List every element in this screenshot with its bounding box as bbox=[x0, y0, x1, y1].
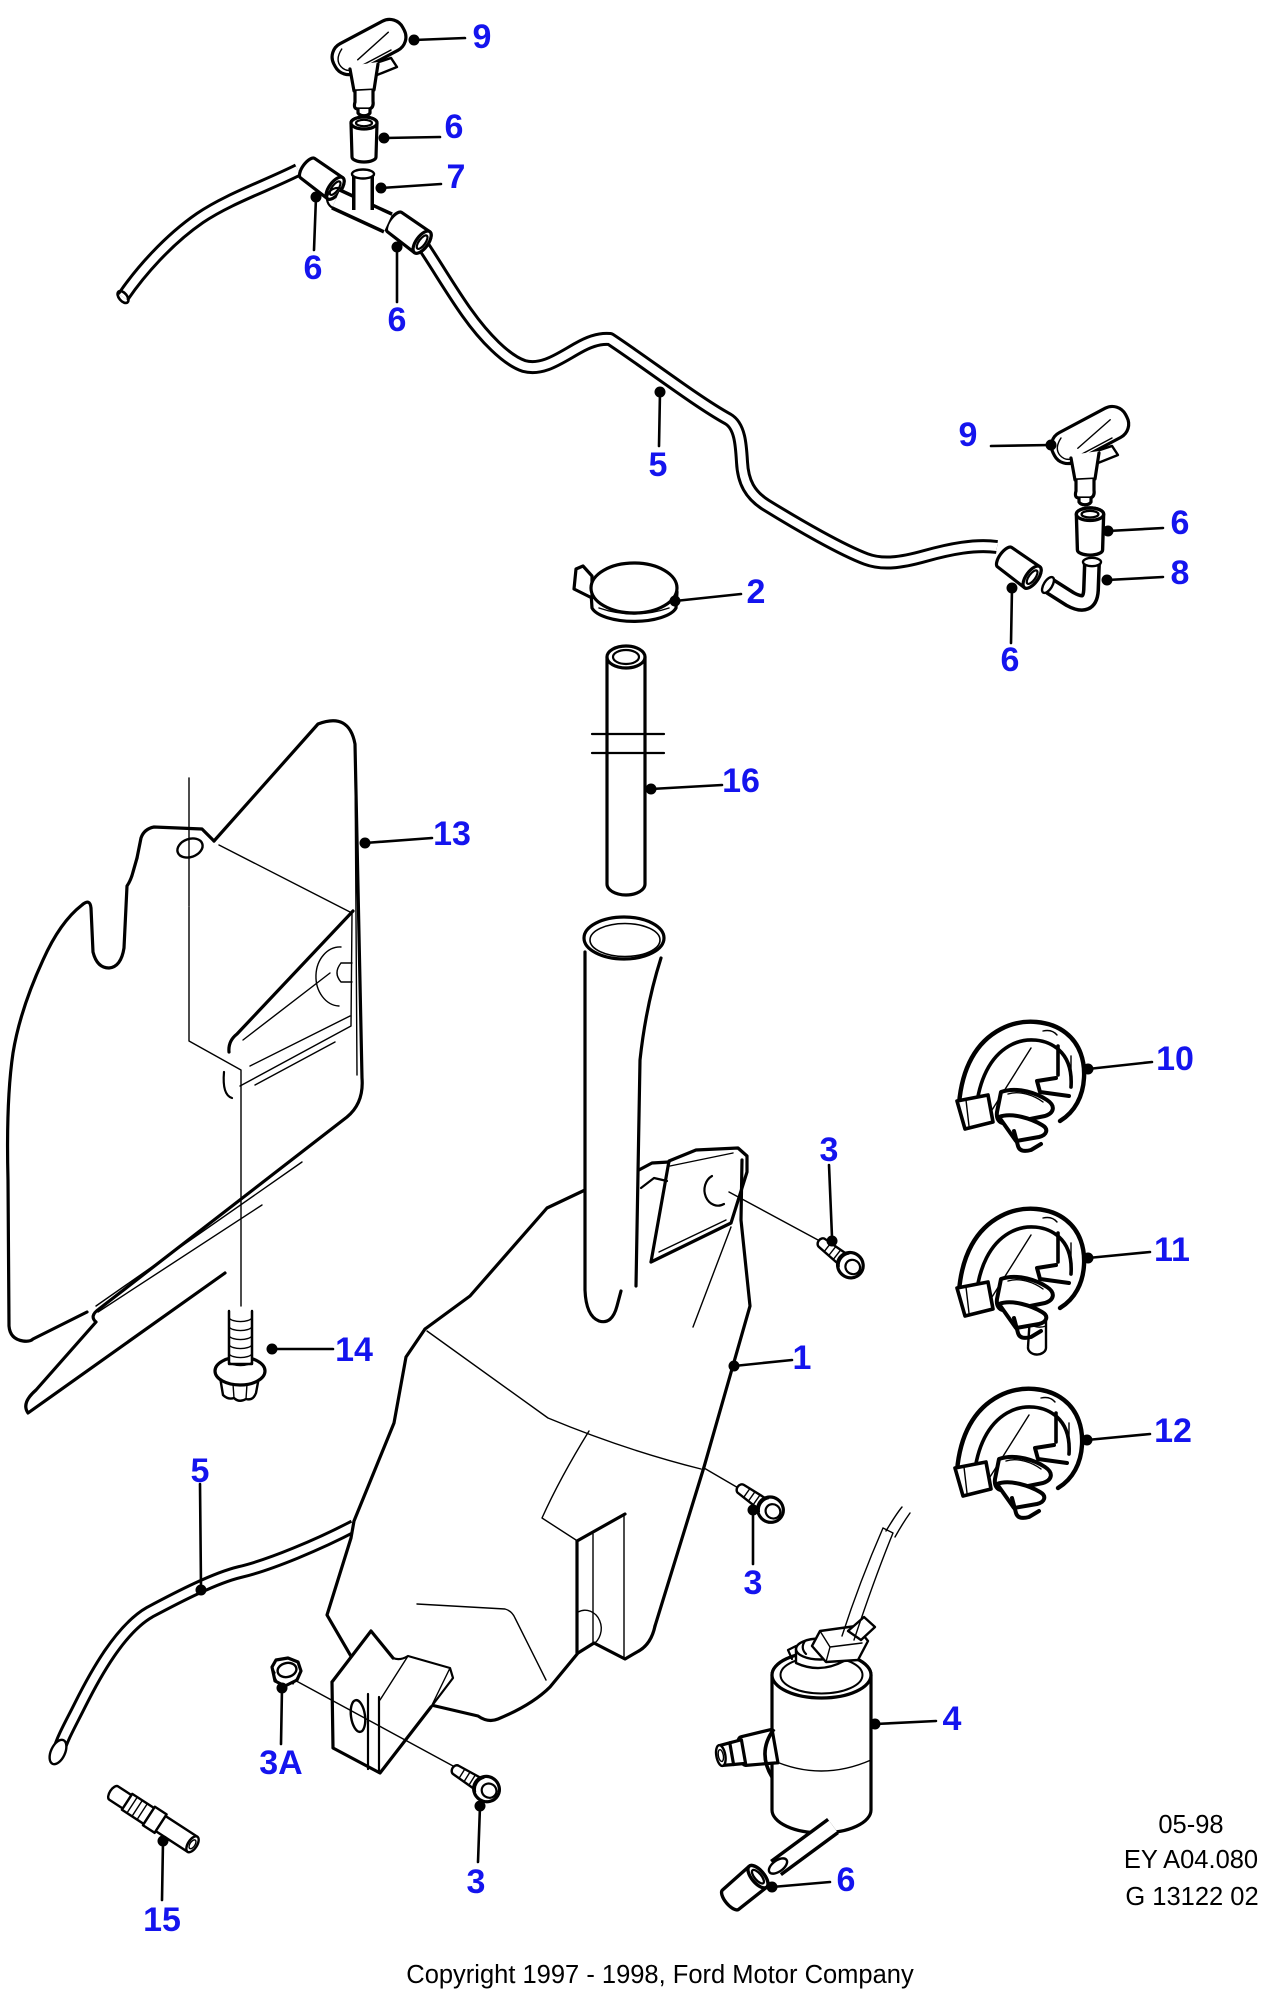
svg-text:9: 9 bbox=[473, 18, 492, 56]
svg-text:16: 16 bbox=[722, 762, 760, 800]
svg-text:11: 11 bbox=[1154, 1231, 1190, 1269]
svg-text:3A: 3A bbox=[259, 1744, 302, 1782]
svg-text:10: 10 bbox=[1156, 1040, 1194, 1078]
svg-text:12: 12 bbox=[1154, 1412, 1192, 1450]
svg-text:1: 1 bbox=[793, 1339, 812, 1377]
svg-text:3: 3 bbox=[820, 1131, 839, 1169]
svg-text:G 13122 02: G 13122 02 bbox=[1125, 1883, 1258, 1911]
svg-text:3: 3 bbox=[744, 1564, 763, 1602]
svg-text:13: 13 bbox=[433, 815, 471, 853]
svg-text:15: 15 bbox=[143, 1901, 181, 1939]
svg-text:6: 6 bbox=[837, 1861, 856, 1899]
svg-text:3: 3 bbox=[467, 1863, 486, 1901]
svg-text:9: 9 bbox=[959, 416, 978, 454]
svg-text:7: 7 bbox=[447, 158, 466, 196]
svg-text:Copyright 1997 - 1998, Ford Mo: Copyright 1997 - 1998, Ford Motor Compan… bbox=[406, 1961, 914, 1989]
svg-text:6: 6 bbox=[304, 249, 323, 287]
svg-text:6: 6 bbox=[1171, 504, 1190, 542]
svg-text:6: 6 bbox=[388, 301, 407, 339]
svg-text:8: 8 bbox=[1171, 554, 1190, 592]
svg-text:EY A04.080: EY A04.080 bbox=[1124, 1846, 1258, 1874]
svg-text:14: 14 bbox=[335, 1331, 373, 1369]
svg-text:05-98: 05-98 bbox=[1158, 1811, 1223, 1839]
svg-text:5: 5 bbox=[649, 446, 668, 484]
svg-text:6: 6 bbox=[1001, 641, 1020, 679]
svg-text:4: 4 bbox=[943, 1700, 962, 1738]
svg-text:2: 2 bbox=[747, 573, 766, 611]
svg-text:6: 6 bbox=[445, 108, 464, 146]
svg-text:5: 5 bbox=[191, 1452, 210, 1490]
